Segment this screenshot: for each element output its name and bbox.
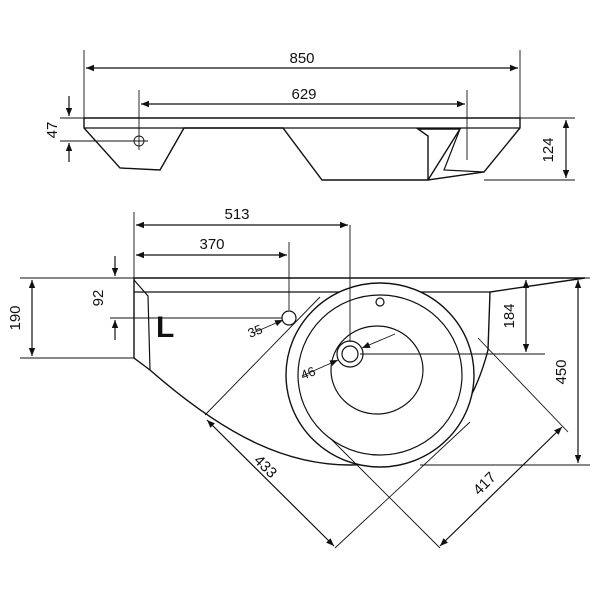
basin-inner-bowl bbox=[297, 294, 463, 456]
dim-label-47: 47 bbox=[44, 122, 61, 139]
dim-label-46: 46 bbox=[299, 363, 318, 382]
drain-inner bbox=[341, 345, 359, 363]
dim-label-433: 433 bbox=[250, 452, 280, 482]
dim-label-184: 184 bbox=[501, 303, 518, 328]
side-view: 850 629 47 124 bbox=[44, 50, 575, 181]
dim-label-850: 850 bbox=[289, 50, 314, 67]
dim-label-370: 370 bbox=[199, 236, 224, 253]
orientation-mark: L bbox=[156, 311, 174, 344]
dim-label-92: 92 bbox=[90, 290, 107, 307]
dim-label-450: 450 bbox=[553, 359, 570, 384]
side-view-right-recess bbox=[443, 128, 485, 173]
leader-35 bbox=[252, 319, 284, 334]
dim-label-513: 513 bbox=[224, 206, 249, 223]
dim-label-190: 190 bbox=[7, 305, 24, 330]
dim-line-417 bbox=[439, 426, 563, 547]
top-view-left-edge bbox=[133, 279, 151, 371]
dim-label-35: 35 bbox=[246, 321, 265, 340]
overflow-hole bbox=[375, 297, 385, 307]
top-view: L 513 370 92 190 184 450 35 bbox=[7, 206, 590, 549]
dim-label-417: 417 bbox=[470, 469, 500, 499]
basin-drain-area bbox=[330, 325, 424, 415]
dim-line-433 bbox=[206, 419, 335, 547]
dim-label-124: 124 bbox=[540, 137, 557, 162]
side-view-outline bbox=[83, 117, 521, 181]
dim-label-629: 629 bbox=[291, 86, 316, 103]
side-view-hole-mark bbox=[130, 132, 148, 150]
leader-46 bbox=[301, 359, 339, 377]
